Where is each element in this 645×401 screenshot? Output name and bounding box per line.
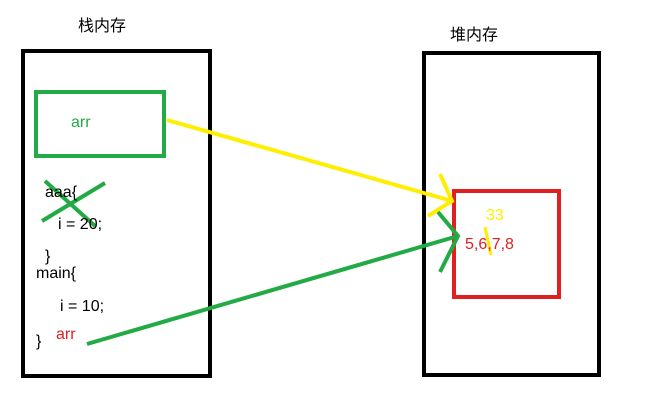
aaa-close-brace: } [45, 248, 51, 265]
aaa-body-line: i = 20; [58, 216, 103, 233]
method-main-header: main{ [36, 265, 77, 282]
method-aaa-header: aaa{ [45, 184, 78, 201]
heap-memory-title: 堆内存 [450, 25, 499, 44]
green-reference-arrow [86, 210, 461, 346]
heap-memory-frame [422, 51, 601, 377]
stack-memory-frame [21, 49, 212, 378]
heap-array-values: 5,6,7,8 [465, 236, 514, 253]
main-body-line: i = 10; [60, 298, 105, 315]
yellow-reference-arrow [166, 118, 455, 218]
stack-arr-reference-box [34, 90, 166, 158]
main-arr-label: arr [56, 326, 76, 343]
strike-x-mark [40, 179, 107, 228]
heap-updated-value: 33 [486, 207, 504, 224]
stack-arr-label: arr [71, 114, 91, 131]
main-close-brace: } [36, 333, 42, 350]
stack-memory-title: 栈内存 [78, 16, 127, 35]
yellow-edit-mark [483, 226, 493, 256]
